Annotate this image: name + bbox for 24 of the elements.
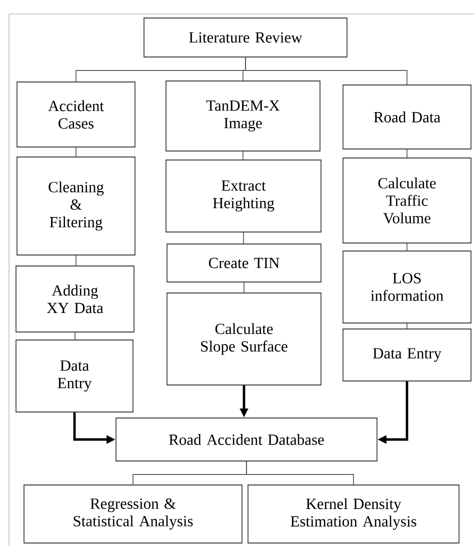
process-box: TanDEM-X Image	[166, 80, 320, 152]
connector-line	[245, 57, 408, 85]
process-box: Calculate Traffic Volume	[342, 158, 472, 244]
process-box: Cleaning & Filtering	[16, 156, 136, 256]
process-box: Road Data	[342, 84, 472, 150]
process-box: Kernel Density Estimation Analysis	[248, 484, 460, 544]
process-box: Adding XY Data	[16, 266, 134, 332]
process-box: Literature Review	[144, 18, 348, 58]
process-box: Data Entry	[16, 340, 134, 412]
process-box: Create TIN	[166, 244, 322, 282]
process-box: Accident Cases	[16, 82, 136, 148]
process-box: LOS information	[342, 250, 472, 324]
process-box: Calculate Slope Surface	[166, 292, 322, 386]
process-box: Data Entry	[342, 328, 472, 382]
process-box: Road Accident Database	[116, 418, 378, 462]
connector-line	[406, 243, 408, 251]
connector-line	[246, 461, 354, 485]
process-box: Regression & Statistical Analysis	[24, 484, 242, 544]
process-box: Extract Heighting	[166, 160, 322, 232]
connector-line	[74, 332, 76, 340]
connector-line	[406, 149, 408, 158]
connector-line	[406, 323, 408, 329]
connector-line	[242, 151, 244, 160]
connector-line	[243, 232, 244, 244]
